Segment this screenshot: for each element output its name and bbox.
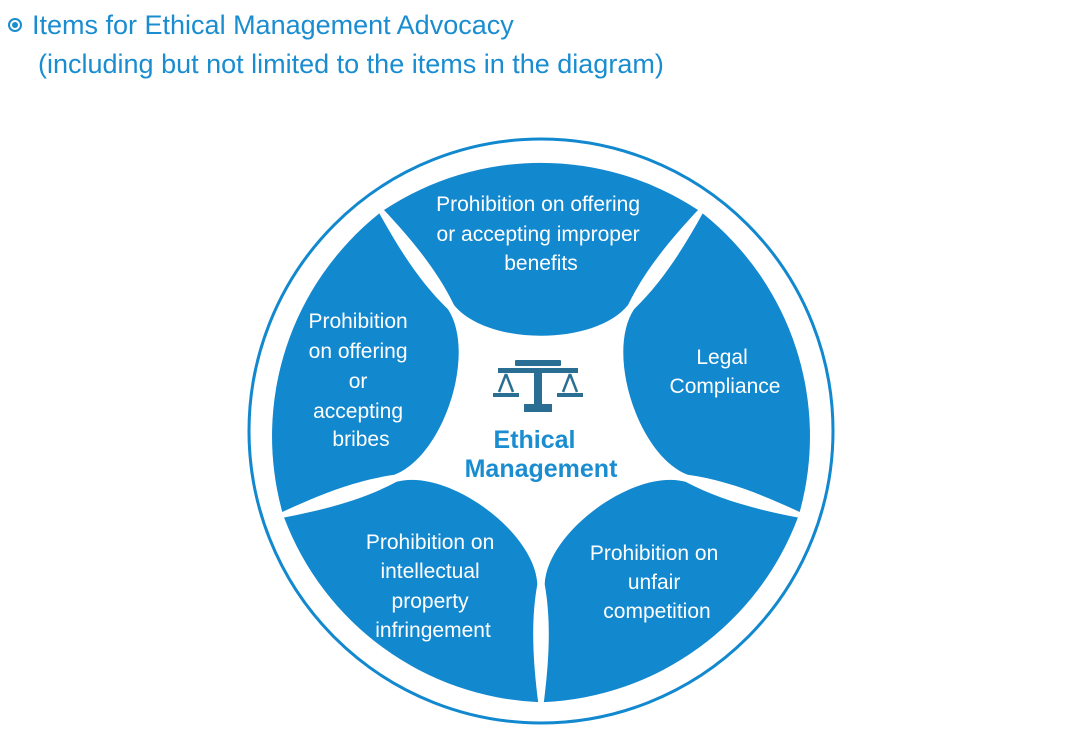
heading: Items for Ethical Management Advocacy (i… [8, 6, 664, 84]
segment-right [623, 213, 810, 513]
segment-bottom-right [543, 480, 798, 703]
segments-group [272, 162, 810, 703]
center-label: Ethical Management [465, 426, 618, 483]
segment-label-top: Prohibition on offering or accepting imp… [436, 193, 646, 275]
segment-bottom-left [284, 480, 539, 703]
heading-title: Items for Ethical Management Advocacy [32, 10, 514, 40]
segment-label-bottom-left: Prohibition on intellectual property inf… [366, 531, 500, 642]
segment-label-bottom-right: Prohibition on unfair competition [590, 542, 724, 623]
segment-label-left: Prohibition on offering or accepting bri… [308, 310, 413, 451]
segment-label-right: Legal Compliance [670, 346, 781, 398]
segment-top [384, 162, 698, 336]
scales-of-justice-icon [493, 360, 583, 412]
heading-subtitle: (including but not limited to the items … [38, 49, 664, 79]
heading-title-line: Items for Ethical Management Advocacy [8, 6, 664, 44]
bullet-icon [8, 18, 22, 32]
segment-left [272, 213, 459, 513]
